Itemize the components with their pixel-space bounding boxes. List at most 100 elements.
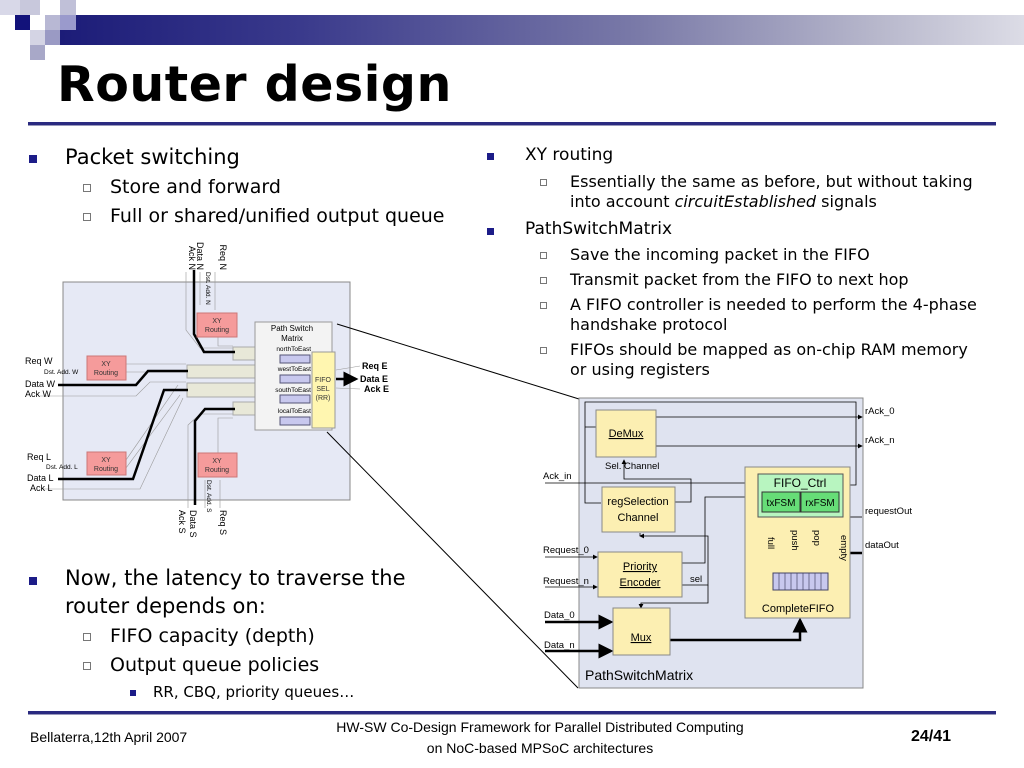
fifo-queue: [772, 572, 829, 591]
reg-selection-label: Channel: [618, 512, 659, 524]
sub-bullet-cont: or using registers: [570, 360, 710, 379]
pop-signal-label: pop: [811, 530, 822, 546]
sub-bullet: Full or shared/unified output queue: [110, 205, 445, 227]
psm-title: PathSwitchMatrix: [585, 667, 693, 683]
input-tube: [232, 401, 256, 416]
priority-encoder-label: Encoder: [620, 577, 661, 589]
port-label: Data N: [195, 242, 205, 270]
sub-bullet-cont: handshake protocol: [570, 315, 728, 334]
input-label: Data_0: [544, 610, 575, 621]
xy-label: Routing: [205, 327, 229, 334]
footer-title-2: on NoC-based MPSoC architectures: [426, 740, 654, 756]
sub-bullet-icon: [83, 662, 91, 670]
mux-label: Mux: [631, 632, 652, 644]
sub-bullet-icon: [83, 633, 91, 641]
tx-fsm-block: [761, 491, 801, 513]
queue: [279, 416, 311, 426]
xy-label: XY: [212, 318, 222, 325]
bullet-pathswitchmatrix: PathSwitchMatrix: [525, 219, 673, 239]
port-label: Data W: [25, 379, 56, 389]
xy-label: XY: [101, 457, 111, 464]
fifo-ctrl-label: FIFO_Ctrl: [774, 476, 827, 490]
port-label: Req L: [27, 452, 51, 462]
fifo-sel-label: (RR): [316, 395, 331, 402]
sub-bullet-icon: [540, 347, 547, 354]
mux-block: [612, 607, 671, 656]
sub-bullet: Essentially the same as before, but with…: [570, 172, 973, 191]
port-label: Req S: [218, 510, 228, 535]
rx-fsm-label: rxFSM: [805, 498, 834, 509]
sub-bullet-icon: [540, 302, 547, 309]
subsub-bullet-icon: [130, 690, 136, 696]
queue: [279, 394, 311, 404]
port-label: Dst. Add. N: [204, 272, 211, 305]
port-label: Dst. Add. L: [46, 464, 78, 471]
port-label: Req E: [362, 361, 388, 371]
xy-label: Routing: [94, 370, 118, 377]
zoom-lines: [326, 323, 580, 689]
xy-routing-north: [196, 312, 238, 338]
priority-encoder-block: [597, 551, 683, 598]
queue: [279, 354, 311, 364]
xy-label: Routing: [205, 467, 229, 474]
decor-square: [45, 30, 60, 45]
sub-bullet-icon: [83, 184, 91, 192]
decor-square: [60, 0, 76, 15]
port-label: Dst. Add. S: [205, 480, 212, 513]
port-label: Data S: [188, 510, 198, 538]
xy-routing-local: [86, 451, 127, 476]
input-label: Data_n: [544, 640, 575, 651]
queue-label: northToEast: [276, 346, 311, 353]
xy-label: XY: [212, 458, 222, 465]
reg-selection-block: [601, 486, 676, 533]
decor-square: [30, 30, 45, 45]
bullet-icon: [487, 228, 494, 235]
input-tube: [186, 364, 256, 379]
path-switch-label: Matrix: [281, 334, 303, 343]
port-label: Ack N: [187, 246, 197, 270]
output-label: requestOut: [865, 506, 912, 517]
bullet-xy-routing: XY routing: [525, 145, 614, 165]
sub-bullet-icon: [540, 179, 547, 186]
decor-square: [45, 15, 60, 30]
fifo-queue-slots: [778, 573, 822, 590]
xy-routing-south: [197, 452, 238, 478]
queue: [279, 374, 311, 384]
port-label: Ack W: [25, 389, 52, 399]
bullet-icon: [29, 155, 37, 163]
input-tube: [232, 346, 256, 361]
input-label: Request_n: [543, 576, 589, 587]
complete-fifo-label: CompleteFIFO: [762, 603, 835, 615]
reg-selection-label: regSelection: [607, 496, 668, 508]
sel-channel-label: Sel. Channel: [605, 461, 659, 472]
path-switch-matrix-diagram: DeMux regSelection Channel Priority Enco…: [543, 397, 912, 689]
sub-bullet-cont: into account circuitEstablished signals: [570, 192, 877, 211]
footer-title-1: HW-SW Co-Design Framework for Parallel D…: [336, 719, 744, 735]
sub-bullet: Store and forward: [110, 176, 281, 198]
port-label: Ack S: [177, 510, 187, 534]
decor-square: [20, 0, 40, 15]
footer-date: Bellaterra,12th April 2007: [30, 729, 188, 745]
path-switch-label: Path Switch: [271, 324, 313, 333]
output-label: dataOut: [865, 540, 899, 551]
slide-title: Router design: [57, 56, 452, 113]
subsub-bullet: RR, CBQ, priority queues…: [153, 683, 355, 701]
decor-square: [30, 45, 45, 60]
xy-label: Routing: [94, 466, 118, 473]
page-number: 24/41: [911, 728, 952, 745]
sub-bullet-icon: [540, 252, 547, 259]
tx-fsm-label: txFSM: [767, 498, 796, 509]
sub-bullet: Output queue policies: [110, 654, 320, 676]
empty-signal-label: empty: [838, 535, 849, 561]
footer-rule: [28, 711, 996, 715]
demux-label: DeMux: [609, 428, 644, 440]
push-signal-label: push: [789, 530, 800, 551]
fifo-sel-label: SEL: [316, 386, 329, 393]
sub-bullet-icon: [540, 277, 547, 284]
bullet-icon: [487, 153, 494, 160]
queue-label: localToEast: [278, 408, 311, 415]
decor-square: [0, 0, 20, 15]
bullet-packet-switching: Packet switching: [65, 145, 240, 169]
bullet-icon: [29, 577, 37, 585]
port-label: Req N: [218, 244, 228, 270]
